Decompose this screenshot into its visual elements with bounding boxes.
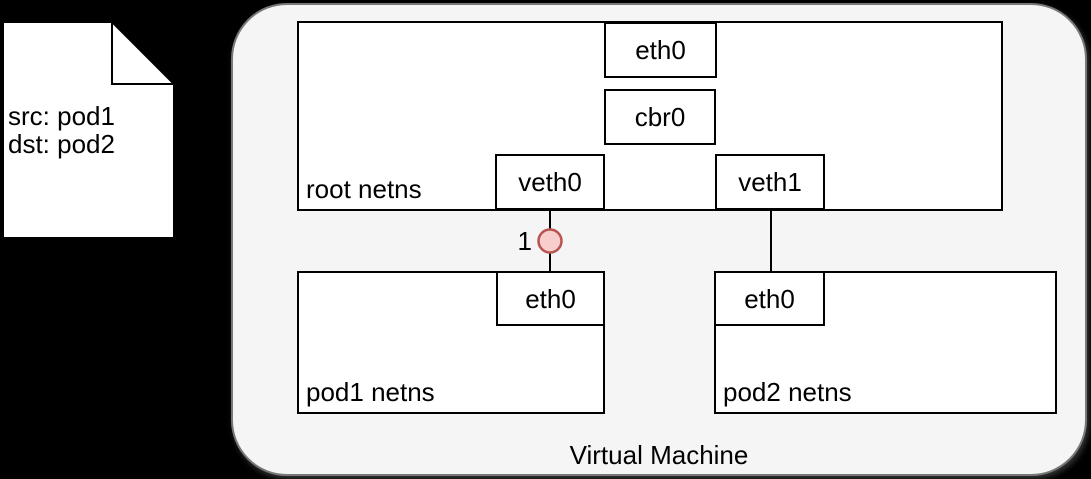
packet-note-icon [2, 21, 175, 239]
packet-note-line: dst: pod2 [8, 129, 115, 159]
cbr0-label: cbr0 [634, 102, 686, 132]
veth0-box: veth0 [495, 154, 605, 210]
veth1-label: veth1 [738, 167, 802, 197]
step-marker-circle [537, 228, 563, 254]
step-marker-label: 1 [517, 226, 532, 256]
veth0-label: veth0 [518, 167, 582, 197]
packet-note-text: src: pod1 dst: pod2 [8, 102, 115, 158]
cbr0-box: cbr0 [604, 89, 716, 145]
root-eth0-box: eth0 [604, 22, 717, 78]
veth1-box: veth1 [715, 154, 825, 210]
pod1-eth0-label: eth0 [525, 283, 576, 314]
pod2-netns-label: pod2 netns [723, 377, 852, 407]
root-netns-label: root netns [306, 174, 422, 204]
pod2-eth0-box: eth0 [714, 271, 825, 326]
pod1-netns-label: pod1 netns [306, 377, 435, 407]
root-eth0-label: eth0 [635, 35, 686, 65]
virtual-machine-label: Virtual Machine [569, 440, 749, 470]
packet-note-line: src: pod1 [8, 101, 115, 131]
pod2-eth0-label: eth0 [744, 283, 795, 314]
pod1-eth0-box: eth0 [496, 271, 605, 326]
